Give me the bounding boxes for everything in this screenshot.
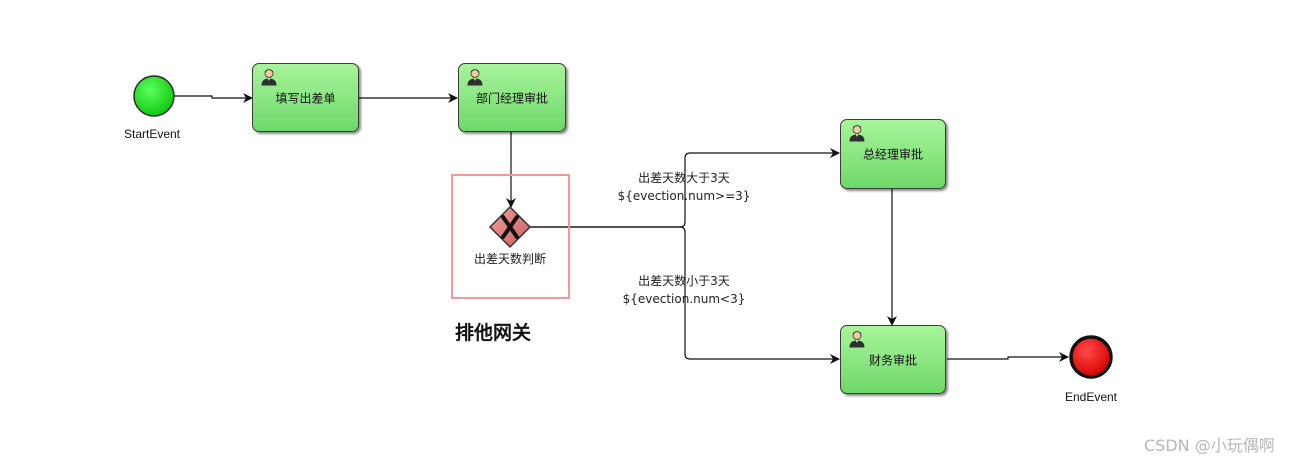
user-icon	[849, 331, 865, 348]
task-dept-manager-label: 部门经理审批	[475, 91, 548, 105]
end-event[interactable]	[1069, 335, 1113, 379]
start-event-label: StartEvent	[123, 127, 181, 141]
flow-lower-condition: ${evection.num<3}	[622, 292, 746, 306]
task-general-manager-approval[interactable]: 总经理审批	[840, 119, 946, 189]
user-icon	[467, 69, 483, 86]
flow-upper-condition: ${evection.num>=3}	[617, 189, 751, 203]
x-icon	[501, 215, 519, 239]
gateway-annotation: 排他网关	[455, 322, 532, 344]
end-event-label: EndEvent	[1064, 390, 1118, 404]
task-finance-label: 财务审批	[868, 353, 917, 367]
exclusive-gateway[interactable]	[488, 205, 532, 249]
task-dept-manager-approval[interactable]: 部门经理审批	[458, 63, 566, 132]
user-icon	[849, 125, 865, 142]
task-finance-approval[interactable]: 财务审批	[840, 325, 946, 394]
flow-gateway-to-finance	[529, 226, 840, 364]
gateway-label: 出差天数判断	[473, 252, 546, 266]
gateway-highlight-box	[451, 174, 570, 299]
flow-finance-to-end	[947, 352, 1069, 362]
watermark: CSDN @小玩偶啊	[1144, 436, 1275, 455]
user-icon	[261, 69, 277, 86]
flow-upper-name: 出差天数大于3天	[638, 171, 730, 185]
flow-lower-name: 出差天数小于3天	[638, 274, 730, 288]
task-fill-form-label: 填写出差单	[275, 91, 336, 105]
flow-start-to-fill	[174, 93, 253, 103]
task-fill-form[interactable]: 填写出差单	[252, 63, 359, 132]
task-general-manager-label: 总经理审批	[862, 147, 923, 162]
start-event[interactable]	[133, 75, 175, 117]
